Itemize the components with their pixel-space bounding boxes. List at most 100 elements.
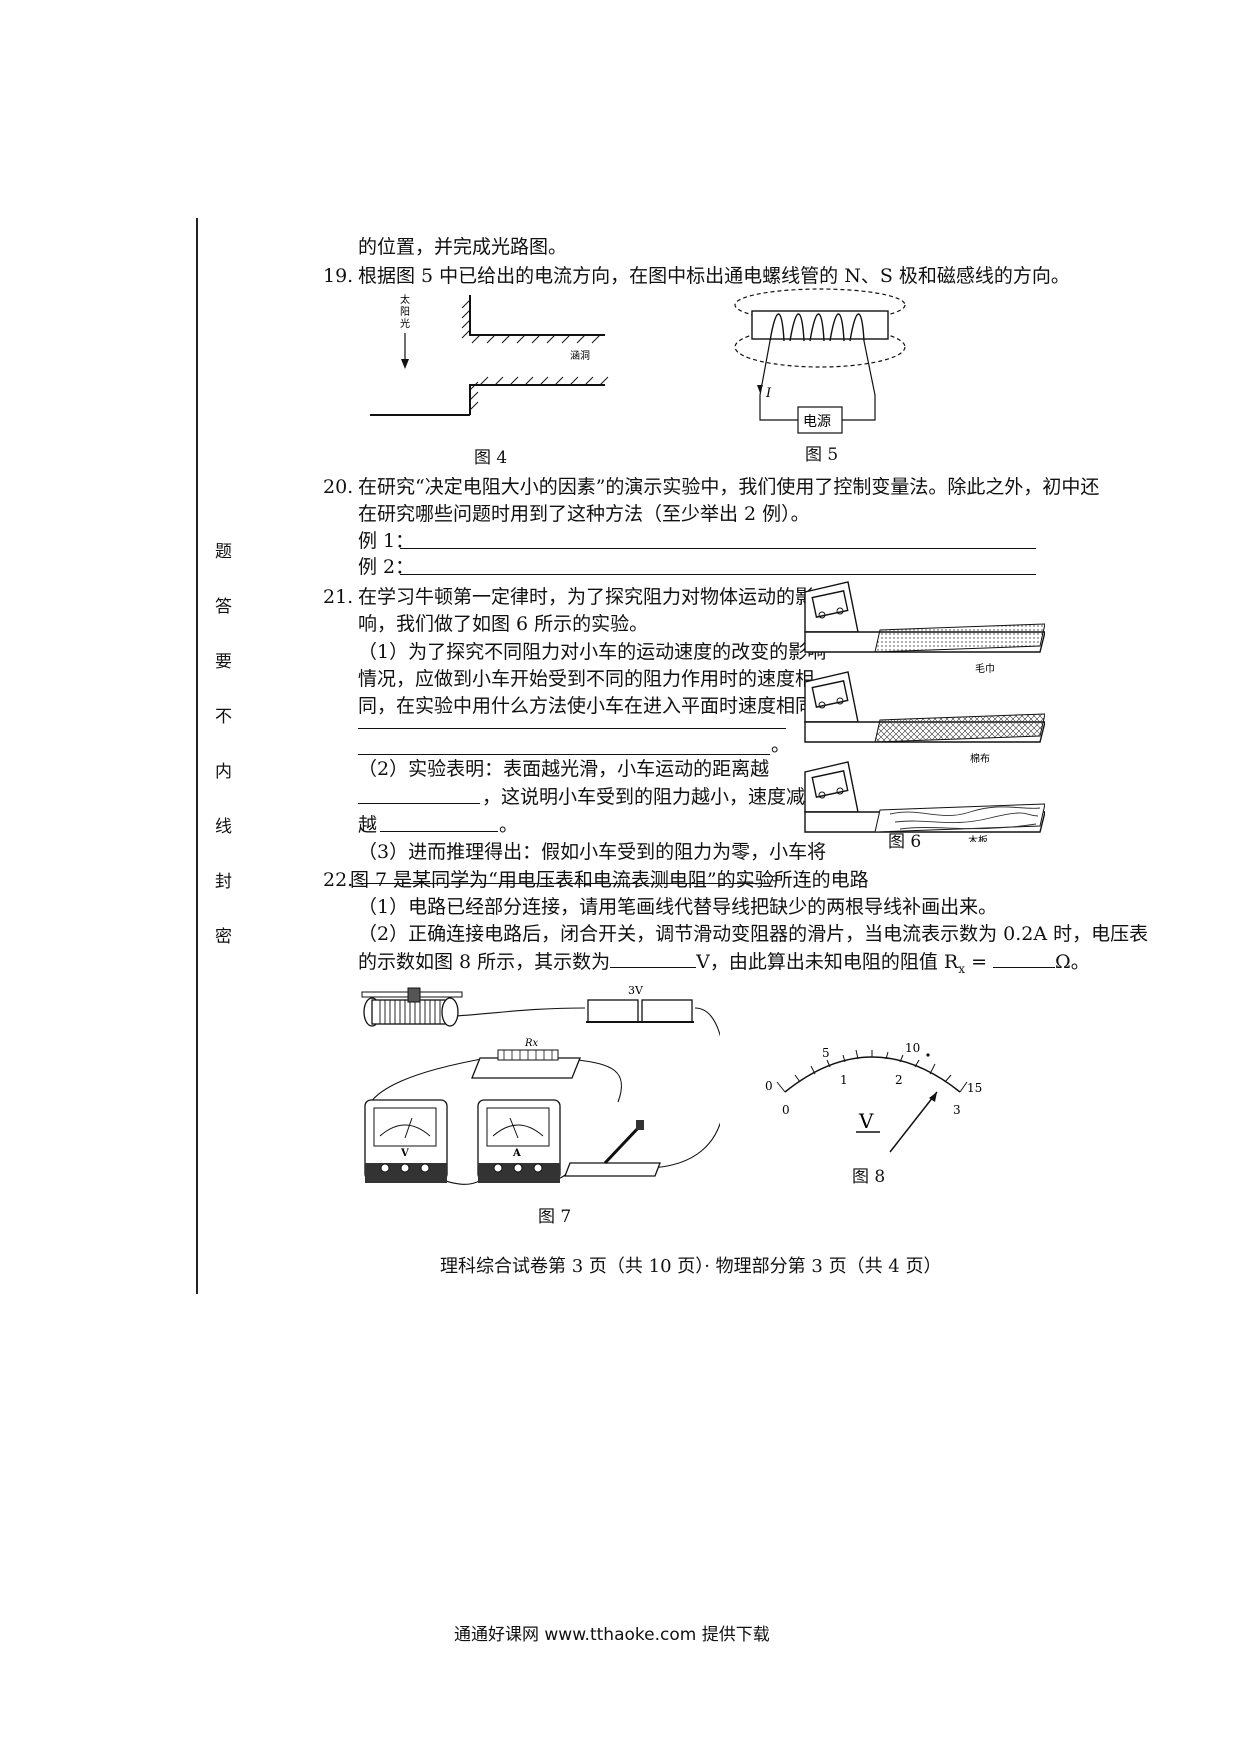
inner-scale-2: 2	[895, 1073, 903, 1087]
figure-7: 3V Rx V A	[361, 984, 720, 1185]
ramp-towel: 毛巾	[804, 581, 1045, 675]
ammeter-letter: A	[512, 1148, 521, 1159]
subscript-x: x	[958, 961, 966, 976]
power-supply	[797, 406, 843, 434]
surface-label: 棉布	[970, 752, 990, 765]
voltmeter-letter: V	[400, 1148, 409, 1159]
voltage-answer-blank[interactable]	[610, 947, 697, 968]
question-20-line2: 在研究哪些问题时用到了这种方法（至少举出 2 例）。	[358, 503, 810, 525]
resistance-answer-blank[interactable]	[993, 947, 1056, 968]
inner-scale-labels: 0 1 2 3	[782, 1073, 961, 1117]
resistor-label: Rx	[524, 1038, 539, 1049]
resistor-rx: Rx	[471, 1038, 581, 1079]
question-22-number: 22.	[323, 869, 354, 891]
upper-wall	[469, 295, 605, 336]
question-20-line1: 在研究“决定电阻大小的因素”的演示实验中，我们使用了控制变量法。除此之外，初中还	[358, 476, 1100, 498]
question-22-line4a: 的示数如图 8 所示，其示数为	[358, 951, 611, 973]
seal-char: 密	[215, 927, 232, 947]
sunlight-label: 阳	[400, 306, 410, 318]
figure-6-caption: 图 6	[888, 832, 922, 852]
example-2-answer-line[interactable]	[400, 574, 1036, 575]
meter-scale-arc	[784, 1056, 961, 1093]
seal-char: 内	[215, 762, 232, 782]
question-21-p1-line3: 同，在实验中用什么方法使小车在进入平面时速度相同？	[358, 695, 834, 717]
figure-5: 电源 I	[734, 288, 906, 434]
inner-scale-3: 3	[953, 1103, 961, 1117]
current-label: I	[765, 386, 772, 401]
equals: =	[965, 951, 994, 973]
example-1-label: 例 1：	[358, 530, 415, 552]
intro-line: 的位置，并完成光路图。	[358, 236, 568, 258]
field-line-top	[734, 288, 906, 322]
figure-7-caption: 图 7	[538, 1207, 572, 1227]
field-line-bottom	[734, 326, 906, 368]
question-21-p3-answer-line[interactable]	[358, 883, 770, 884]
switch	[564, 1120, 661, 1177]
upper-wall-hatch	[461, 299, 601, 344]
figure-8: 0 5 10 15 0 1 2 3 V	[765, 1041, 982, 1153]
current-arrow	[757, 385, 763, 393]
surface-label: 木板	[968, 834, 988, 842]
example-1-answer-line[interactable]	[400, 548, 1036, 549]
question-21-p3-line1: （3）进而推理得出：假如小车受到的阻力为零，小车将	[358, 841, 827, 863]
seal-char: 题	[215, 542, 232, 562]
outer-scale-5: 5	[822, 1046, 830, 1060]
question-21-p2-blank-1[interactable]	[358, 803, 480, 804]
period: 。	[771, 863, 791, 885]
sunlight-label: 光	[400, 317, 410, 330]
meter-needle	[889, 1091, 938, 1153]
figure-8-caption: 图 8	[852, 1167, 886, 1187]
outer-scale-0: 0	[765, 1079, 773, 1093]
figure-4: 太 阳 光 涵洞	[370, 293, 609, 416]
solenoid-coil	[769, 313, 865, 342]
voltmeter: V	[364, 1099, 448, 1183]
surface-label: 毛巾	[975, 662, 995, 675]
outer-scale-labels: 0 5 10 15	[765, 1041, 982, 1095]
battery-label: 3V	[628, 984, 644, 997]
question-21-p1-answer-line-2[interactable]	[358, 754, 770, 755]
question-20-number: 20.	[323, 476, 354, 498]
seal-char: 要	[215, 652, 232, 672]
dot-mark	[926, 1053, 930, 1057]
inner-scale-0: 0	[782, 1103, 790, 1117]
battery: 3V	[586, 984, 694, 1023]
seal-char: 线	[215, 817, 232, 837]
question-21-p2-line3a: 越	[358, 814, 378, 836]
seal-char: 封	[215, 872, 232, 892]
meter-ticks	[776, 1049, 968, 1093]
question-21-p2-line2: ，这说明小车受到的阻力越小，速度减小得	[482, 786, 844, 808]
question-22-line4d: Ω。	[1055, 951, 1090, 973]
sliding-rheostat	[361, 987, 463, 1027]
figure-6: 毛巾 棉布 木板	[804, 581, 1045, 842]
question-22-line1: 图 7 是某同学为“用电压表和电流表测电阻”的实验所连的电路	[350, 869, 869, 891]
sunlight-arrow-head	[401, 359, 409, 369]
wire-left	[759, 340, 798, 421]
tunnel-label: 涵洞	[570, 350, 590, 362]
question-22-line3: （2）正确连接电路后，闭合开关，调节滑动变阻器的滑片，当电流表示数为 0.2A …	[358, 923, 1149, 945]
figure-4-caption: 图 4	[474, 448, 508, 468]
figure-5-caption: 图 5	[805, 445, 839, 465]
question-21-p2-line1: （2）实验表明：表面越光滑，小车运动的距离越	[358, 758, 770, 780]
question-21-p2-blank-2[interactable]	[380, 831, 498, 832]
outer-scale-15: 15	[967, 1081, 982, 1095]
question-22-line2: （1）电路已经部分连接，请用笔画线代替导线把缺少的两根导线补画出来。	[358, 896, 998, 918]
lower-wall-hatch	[469, 376, 609, 411]
wire-right	[842, 340, 876, 421]
period: 。	[771, 734, 791, 756]
question-21-p1-answer-line[interactable]	[358, 728, 786, 729]
sunlight-label: 太	[400, 293, 410, 306]
meter-needle-head	[929, 1092, 937, 1102]
question-21-line2: 响，我们做了如图 6 所示的实验。	[358, 613, 649, 635]
lower-wall	[469, 384, 605, 415]
question-21-line1: 在学习牛顿第一定律时，为了探究阻力对物体运动的影	[358, 586, 815, 608]
inner-scale-1: 1	[840, 1073, 848, 1087]
power-supply-label: 电源	[803, 414, 831, 430]
question-21-p1-line1: （1）为了探究不同阻力对小车的运动速度的改变的影响	[358, 641, 827, 663]
ammeter: A	[477, 1099, 561, 1183]
ramp-wood: 木板	[804, 761, 1045, 842]
question-21-number: 21.	[323, 586, 354, 608]
question-19-text: 根据图 5 中已给出的电流方向，在图中标出通电螺线管的 N、S 极和磁感线的方向…	[358, 265, 1070, 287]
example-2-label: 例 2：	[358, 556, 415, 578]
question-21-p1-line2: 情况，应做到小车开始受到不同的阻力作用时的速度相	[358, 668, 815, 690]
